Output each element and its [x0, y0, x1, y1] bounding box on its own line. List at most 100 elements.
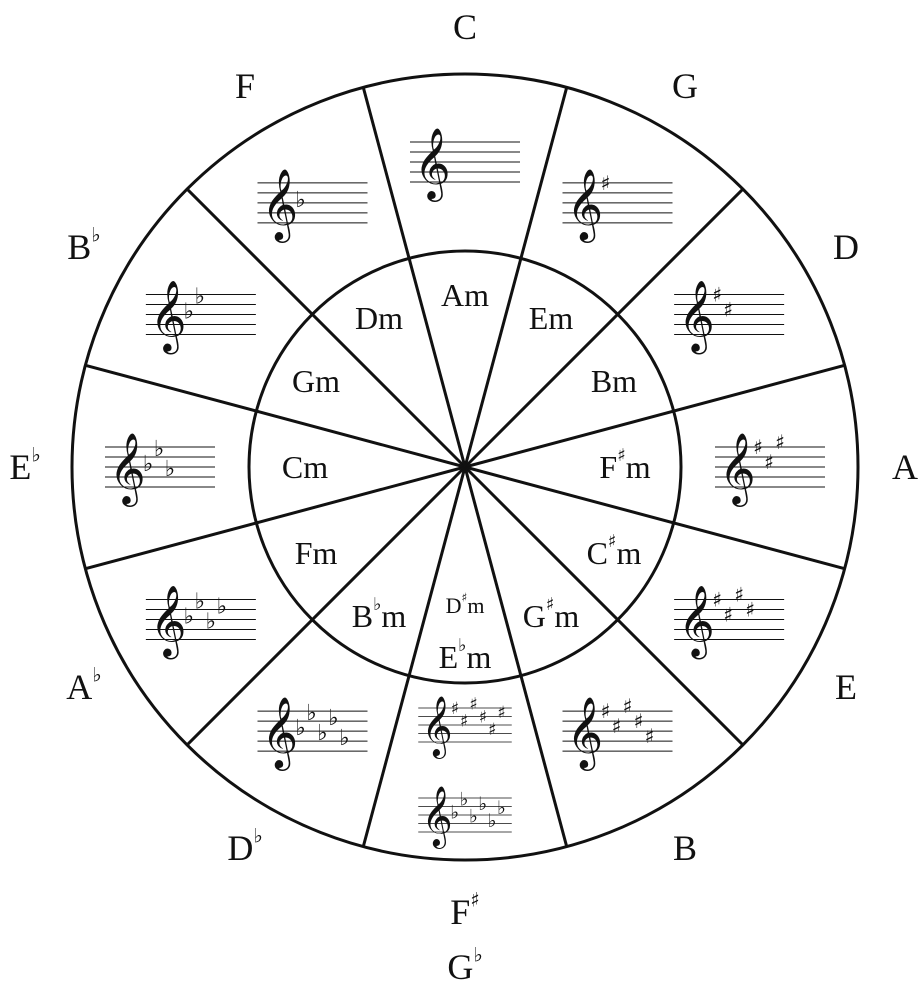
major-key-label-enharmonic-root: G	[447, 947, 473, 987]
minor-key-label: D♯m	[446, 590, 485, 617]
minor-key-label-enharmonic: E♭m	[439, 636, 492, 675]
flat-icon: ♭	[306, 701, 316, 726]
minor-key-label-suffix: m	[315, 363, 340, 399]
major-key-label-root: F	[235, 66, 255, 106]
sharp-icon: ♯	[479, 707, 487, 727]
major-key-label-accidental: ♭	[31, 443, 40, 466]
key-signature-staff: 𝄞	[410, 126, 520, 202]
minor-key-label-root: D	[446, 593, 462, 618]
flat-icon: ♭	[165, 457, 175, 482]
minor-key-label-root: B	[591, 363, 612, 399]
treble-clef-icon: 𝄞	[678, 584, 715, 660]
major-key-label: A♭	[66, 663, 101, 707]
minor-key-label: Fm	[295, 535, 338, 571]
key-signature-staff: 𝄞♭	[257, 167, 368, 243]
minor-key-label-suffix: m	[378, 300, 403, 336]
flat-icon: ♭	[206, 610, 216, 635]
minor-key-label-root: C	[587, 535, 608, 571]
flat-icon: ♭	[328, 706, 338, 731]
minor-key-label-suffix: m	[381, 598, 406, 634]
key-signature-staff: 𝄞♭♭♭♭♭♭	[418, 786, 512, 849]
minor-key-label-suffix: m	[612, 363, 637, 399]
flat-icon: ♭	[317, 721, 327, 746]
flat-icon: ♭	[143, 452, 153, 477]
minor-key-label-enharmonic-suffix: m	[466, 639, 491, 675]
sharp-icon: ♯	[451, 699, 459, 719]
major-key-label-root: C	[453, 7, 477, 47]
treble-clef-icon: 𝄞	[422, 696, 453, 759]
sector-divider	[186, 465, 467, 746]
treble-clef-icon: 𝄞	[719, 431, 756, 507]
sharp-icon: ♯	[623, 694, 633, 718]
major-key-label-root: E	[9, 447, 31, 487]
flat-icon: ♭	[478, 794, 487, 815]
flat-icon: ♭	[488, 811, 497, 832]
minor-key-label: C♯m	[587, 532, 642, 571]
minor-key-label-suffix: m	[616, 535, 641, 571]
sharp-icon: ♯	[753, 435, 763, 459]
key-signature-staff: 𝄞♯♯♯	[715, 430, 825, 507]
treble-clef-icon: 𝄞	[567, 695, 604, 771]
treble-clef-icon: 𝄞	[567, 167, 604, 243]
flat-icon: ♭	[469, 807, 478, 828]
sharp-icon: ♯	[712, 588, 722, 612]
key-signature-staff: 𝄞♯♯♯♯♯	[562, 694, 673, 771]
minor-key-label-suffix: m	[554, 598, 579, 634]
sector-divider	[463, 465, 744, 746]
flat-icon: ♭	[497, 798, 506, 819]
sharp-icon: ♯	[764, 450, 774, 474]
major-key-label-accidental: ♭	[253, 824, 262, 847]
treble-clef-icon: 𝄞	[150, 584, 187, 660]
minor-key-label: Cm	[282, 449, 328, 485]
major-key-label-root: B	[673, 828, 697, 868]
sector-divider	[186, 188, 467, 469]
sharp-icon: ♯	[601, 699, 611, 723]
major-key-label-accidental: ♯	[470, 888, 480, 911]
minor-key-label-suffix: m	[548, 300, 573, 336]
major-key-label-accidental: ♭	[92, 663, 101, 686]
sector-divider	[85, 363, 466, 469]
minor-key-label-enharmonic-accidental: ♭	[458, 636, 466, 656]
major-key-label-root: G	[672, 66, 698, 106]
sector-divider	[463, 87, 569, 468]
treble-clef-icon: 𝄞	[678, 279, 715, 355]
major-key-label-enharmonic-accidental: ♭	[473, 943, 482, 966]
major-key-label-root: D	[227, 828, 253, 868]
major-key-label: G	[672, 66, 698, 106]
minor-key-label: Gm	[292, 363, 340, 399]
sector-divider	[464, 363, 845, 469]
major-key-label-root: A	[892, 447, 918, 487]
flat-icon: ♭	[450, 802, 459, 823]
major-key-label-root: A	[66, 667, 92, 707]
minor-key-label-root: G	[523, 598, 546, 634]
minor-key-label: Dm	[355, 300, 403, 336]
minor-key-label-enharmonic-root: E	[439, 639, 459, 675]
sharp-icon: ♯	[645, 724, 655, 748]
minor-key-label-suffix: m	[303, 449, 328, 485]
sharp-icon: ♯	[469, 695, 477, 715]
key-signature-staff: 𝄞♯♯♯♯♯♯	[418, 695, 512, 759]
minor-key-label-suffix: m	[467, 593, 484, 618]
key-signature-staff: 𝄞♯	[562, 167, 673, 243]
minor-key-label-root: F	[295, 535, 313, 571]
major-key-label-root: E	[835, 667, 857, 707]
minor-key-label-accidental: ♭	[373, 595, 381, 615]
sharp-icon: ♯	[612, 714, 622, 738]
sharp-icon: ♯	[712, 283, 722, 307]
sharp-icon: ♯	[634, 709, 644, 733]
flat-icon: ♭	[339, 726, 349, 751]
flat-icon: ♭	[184, 300, 194, 325]
sharp-icon: ♯	[488, 720, 496, 740]
major-key-label-accidental: ♭	[91, 223, 100, 246]
major-key-label: F♯	[450, 888, 480, 932]
minor-key-label-accidental: ♯	[546, 595, 555, 615]
sharp-icon: ♯	[497, 703, 505, 723]
flat-icon: ♭	[195, 285, 205, 310]
major-key-label-enharmonic: G♭	[447, 943, 482, 987]
major-key-label: C	[453, 7, 477, 47]
minor-key-label-suffix: m	[626, 449, 651, 485]
key-signature-staff: 𝄞♭♭♭♭	[145, 584, 256, 660]
key-signature-staff: 𝄞♭♭♭	[105, 431, 215, 507]
major-key-label: F	[235, 66, 255, 106]
